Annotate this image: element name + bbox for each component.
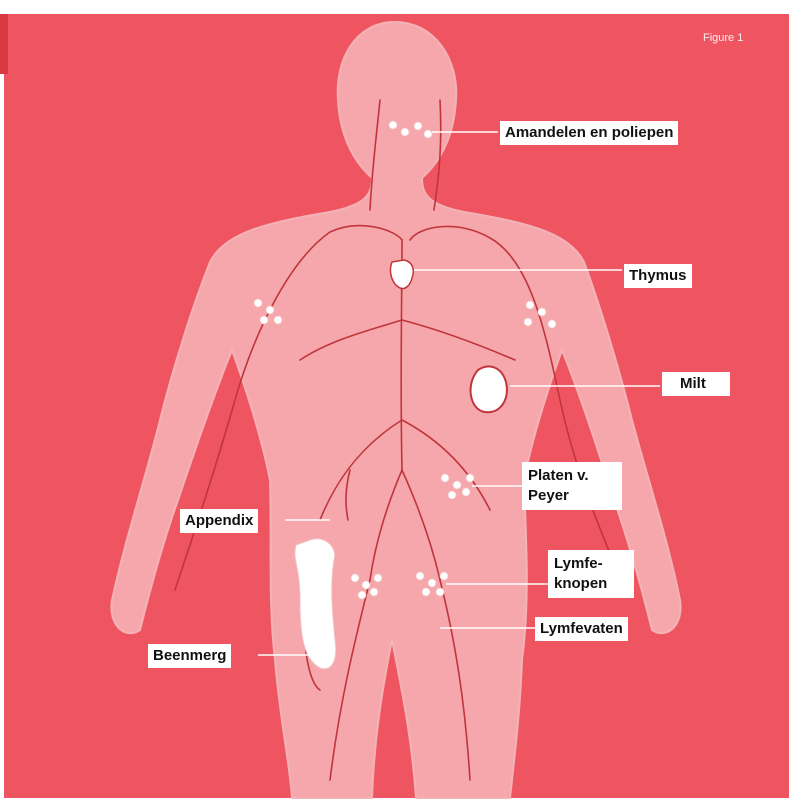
label-nodes: Lymfe-knopen xyxy=(548,550,634,598)
node xyxy=(351,574,359,582)
node xyxy=(389,121,397,129)
label-appendix: Appendix xyxy=(180,509,258,533)
spleen-organ xyxy=(471,366,507,412)
node xyxy=(374,574,382,582)
label-marrow: Beenmerg xyxy=(148,644,231,668)
label-peyer: Platen v. Peyer xyxy=(522,462,622,510)
node xyxy=(462,488,470,496)
node xyxy=(422,588,430,596)
node xyxy=(538,308,546,316)
node xyxy=(358,591,366,599)
node xyxy=(414,122,422,130)
label-tonsils: Amandelen en poliepen xyxy=(500,121,678,145)
label-vessels: Lymfevaten xyxy=(535,617,628,641)
node xyxy=(436,588,444,596)
top-strip xyxy=(0,0,793,14)
node xyxy=(362,581,370,589)
node xyxy=(266,306,274,314)
node xyxy=(526,301,534,309)
node xyxy=(440,572,448,580)
label-thymus: Thymus xyxy=(624,264,692,288)
node xyxy=(428,579,436,587)
node xyxy=(548,320,556,328)
node xyxy=(254,299,262,307)
node xyxy=(274,316,282,324)
node xyxy=(453,481,461,489)
node xyxy=(466,474,474,482)
node xyxy=(416,572,424,580)
node xyxy=(370,588,378,596)
left-strip xyxy=(0,14,8,74)
node xyxy=(424,130,432,138)
node xyxy=(448,491,456,499)
label-spleen: Milt xyxy=(662,372,730,396)
node xyxy=(441,474,449,482)
figure-label: Figure 1 xyxy=(703,32,743,44)
node xyxy=(524,318,532,326)
node xyxy=(401,128,409,136)
node xyxy=(260,316,268,324)
